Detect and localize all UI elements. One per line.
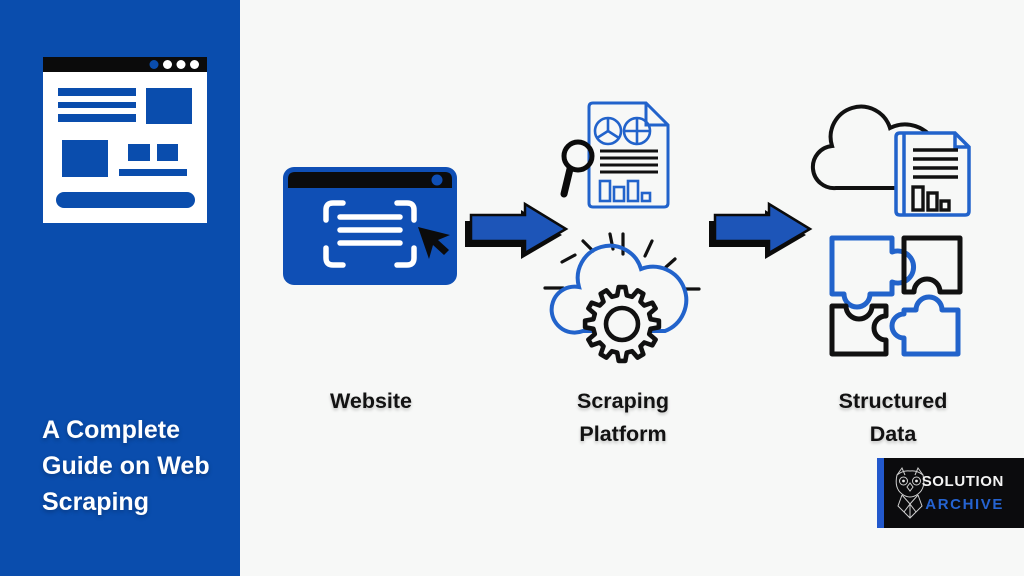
- arrow-right-icon: [709, 201, 813, 259]
- folded-corner: [953, 133, 969, 149]
- owl-logo-icon: [895, 466, 925, 519]
- cloud-document-icon: [810, 104, 971, 217]
- cloud-gear-icon: [543, 232, 701, 364]
- brand-logo: SOLUTION ARCHIVE: [877, 458, 1024, 528]
- scan-frame-icon: [323, 200, 417, 268]
- magnifier-icon: [560, 139, 595, 198]
- window-dot: [163, 60, 172, 69]
- label-scraping-platform: Scraping Platform: [577, 389, 669, 446]
- logo-name-top: SOLUTION: [921, 473, 1004, 490]
- puzzle-pieces-icon: [829, 235, 963, 357]
- window-dot-blue: [149, 60, 159, 69]
- gear-hole: [603, 305, 641, 343]
- label-structured-data: Structured Data: [838, 389, 948, 446]
- cursor-icon: [418, 227, 450, 259]
- puzzle-piece-black: [829, 303, 889, 357]
- pie-charts: [593, 116, 652, 146]
- arrow-body: [469, 201, 569, 256]
- sun-rays: [543, 232, 701, 291]
- browser-wireframe-icon: [43, 57, 207, 223]
- cloud-outline: [549, 243, 689, 335]
- text-lines: [913, 148, 958, 179]
- puzzle-piece-black: [901, 235, 963, 295]
- puzzle-piece-blue: [829, 235, 916, 310]
- label-website: Website: [329, 389, 413, 413]
- window-dot: [176, 60, 186, 69]
- puzzle-piece-blue: [889, 294, 961, 357]
- poster-title: A Complete Guide on Web Scraping: [42, 416, 210, 516]
- arrow-body: [713, 201, 813, 256]
- arrow-right-icon: [465, 201, 569, 259]
- window-dot-blue: [431, 174, 443, 186]
- text-lines: [600, 149, 658, 174]
- bar-chart: [911, 185, 951, 212]
- report-magnifier-icon: [560, 101, 670, 209]
- website-window-icon: [283, 167, 457, 285]
- bar-chart: [598, 179, 652, 203]
- wireframe-blocks: [56, 88, 195, 208]
- titlebar: [288, 172, 452, 188]
- folded-corner: [644, 103, 668, 127]
- window-dot: [190, 60, 199, 69]
- sidebar-panel: A Complete Guide on Web Scraping: [0, 0, 240, 576]
- logo-name-bottom: ARCHIVE: [925, 496, 1004, 513]
